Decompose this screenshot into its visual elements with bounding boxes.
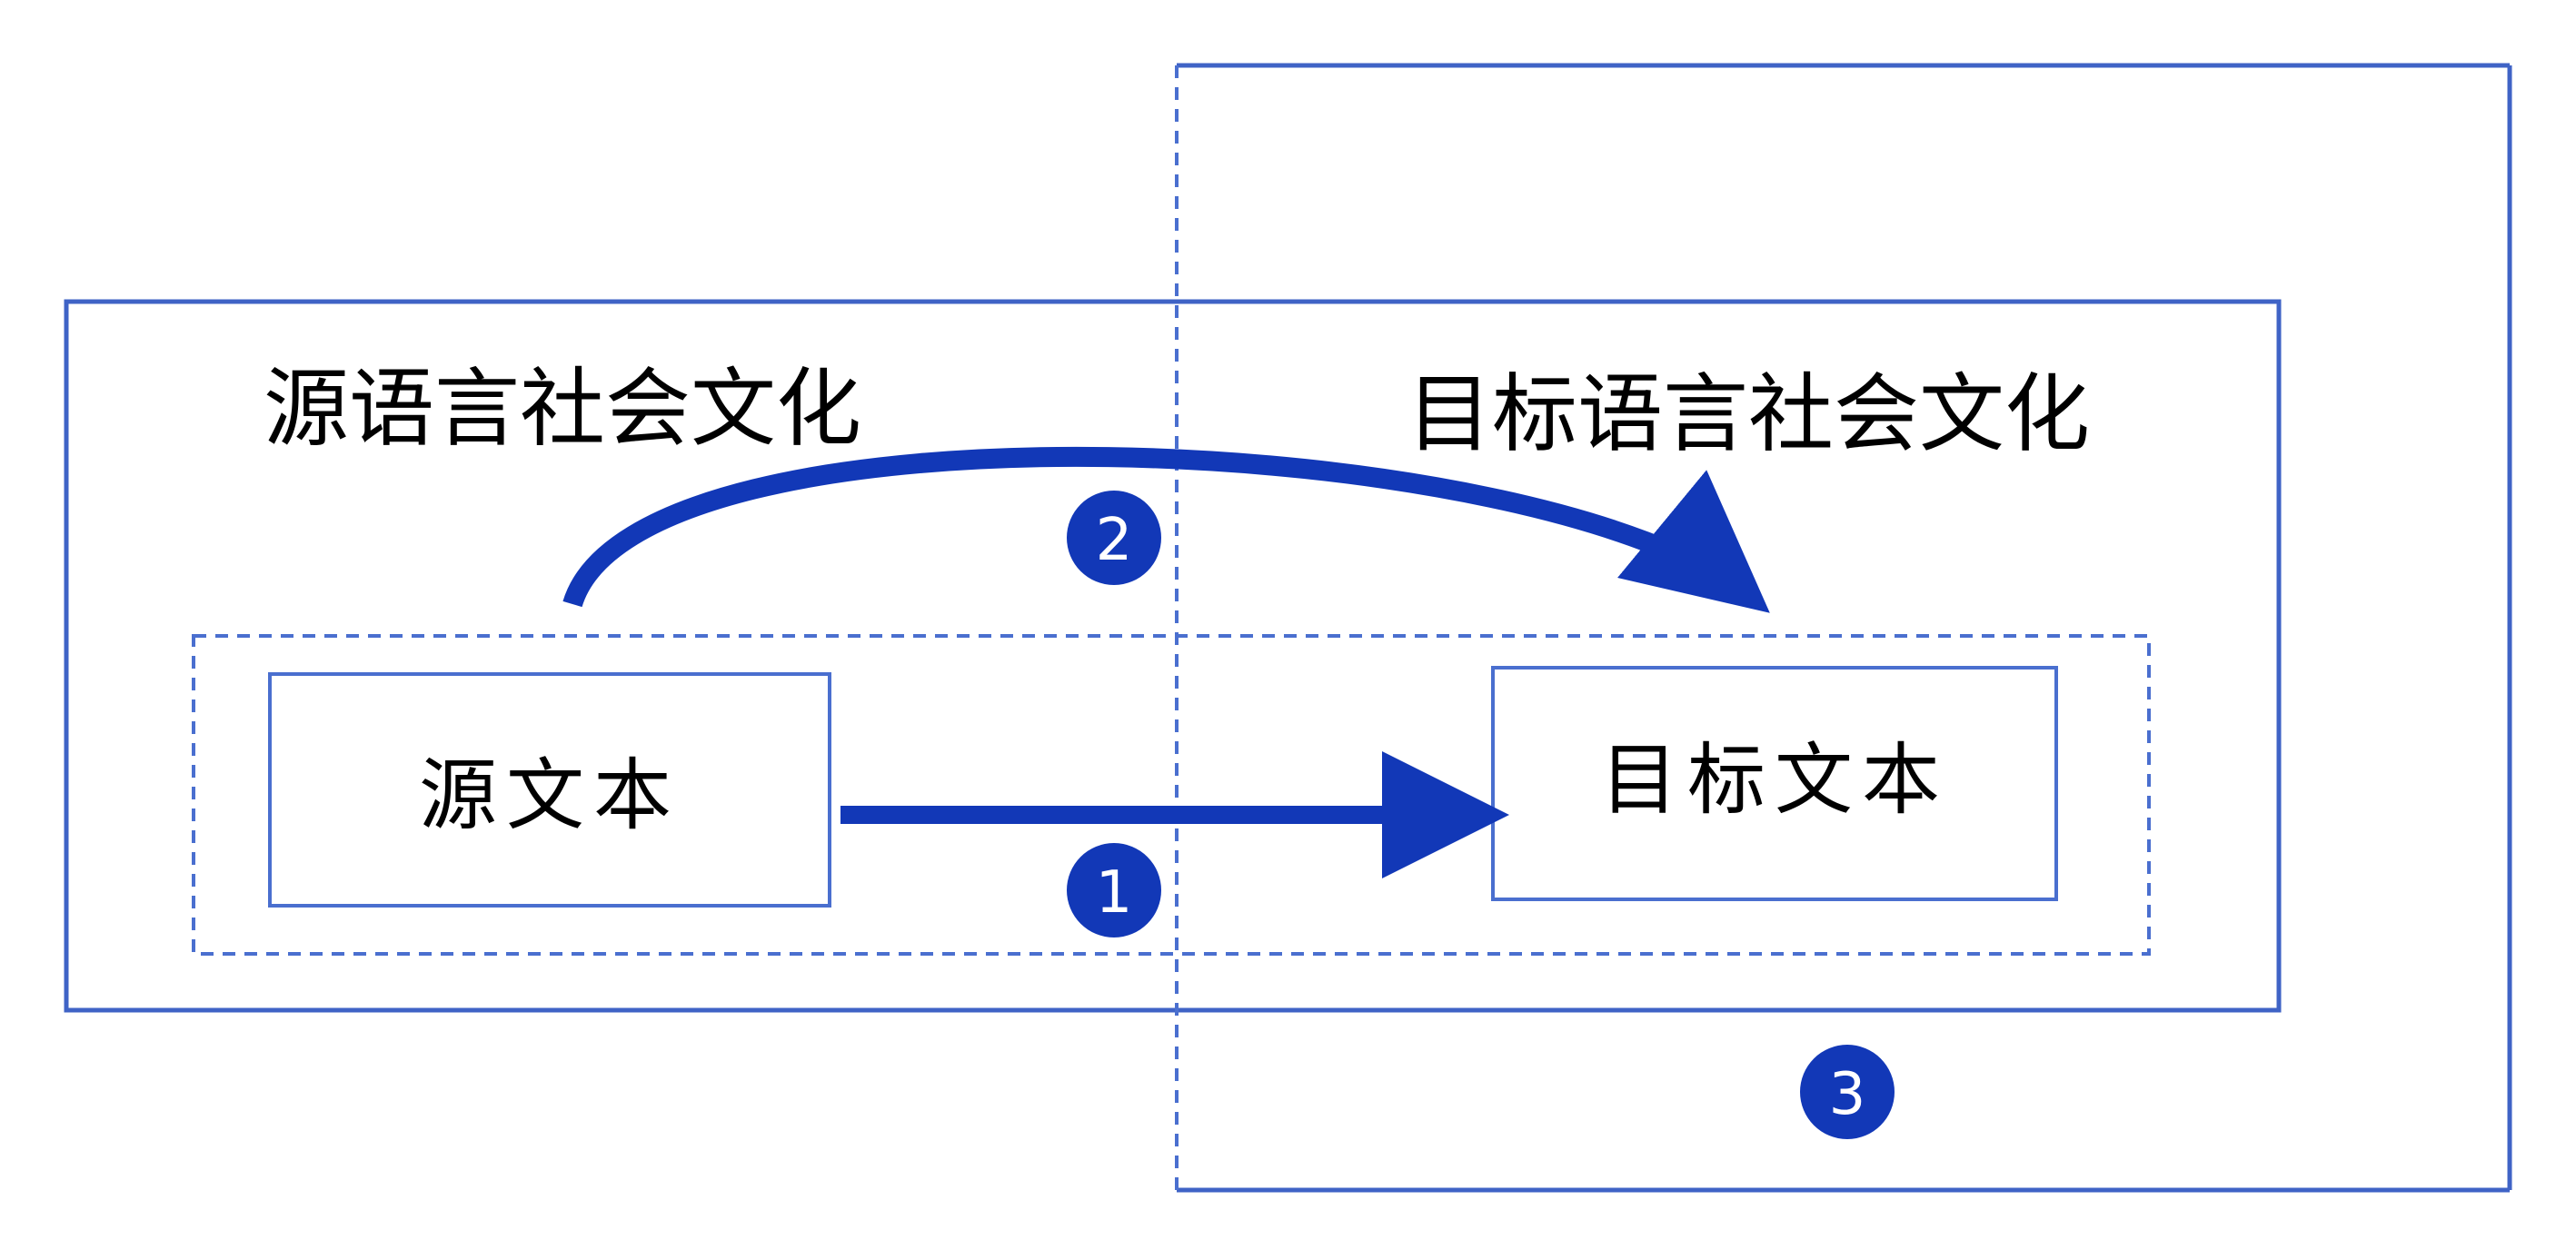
- source-culture-box: [64, 299, 2282, 1013]
- marker-2: 2: [1067, 491, 1161, 585]
- marker-1: 1: [1067, 843, 1161, 937]
- source-text-label: 源文本: [419, 750, 681, 841]
- source-culture-label: 源语言社会文化: [264, 360, 861, 459]
- source-text-box: [268, 672, 831, 908]
- culture-transfer-arrow: [562, 446, 1770, 613]
- marker-3-label: 3: [1829, 1061, 1866, 1128]
- marker-2-label: 2: [1096, 507, 1133, 574]
- target-culture-label: 目标语言社会文化: [1407, 365, 2090, 464]
- marker-2-circle: [1067, 491, 1161, 585]
- marker-1-label: 1: [1096, 859, 1133, 927]
- marker-1-circle: [1067, 843, 1161, 937]
- target-text-label: 目标文本: [1600, 735, 1949, 826]
- marker-3-circle: [1800, 1045, 1895, 1139]
- text-level-dashed-box: [192, 634, 2151, 956]
- marker-3: 3: [1800, 1045, 1895, 1139]
